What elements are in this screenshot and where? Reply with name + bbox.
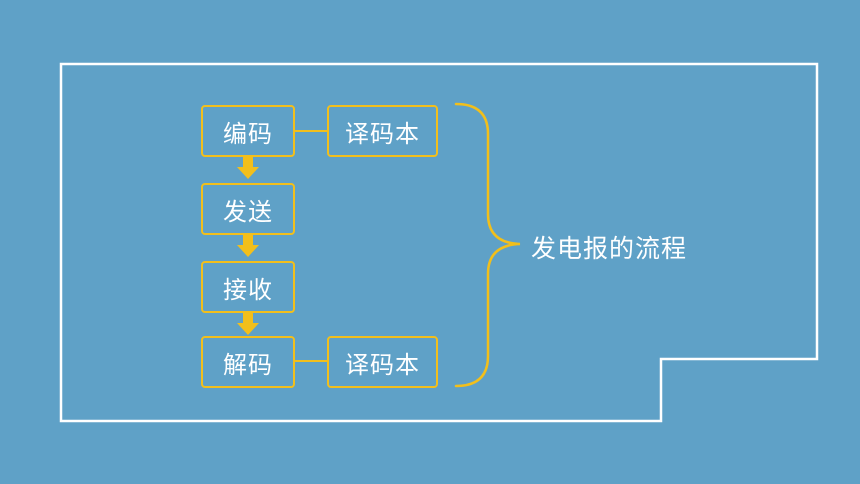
step-label: 编码 (223, 119, 273, 148)
down-arrow-icon (237, 313, 259, 335)
step-receive: 接收 (201, 261, 295, 313)
brace-icon (454, 102, 521, 388)
step-decode: 解码 (201, 336, 295, 388)
process-title-label: 发电报的流程 (531, 234, 688, 263)
codebook-label: 译码本 (345, 119, 420, 148)
step-label: 接收 (223, 275, 273, 304)
codebook-encode: 译码本 (327, 105, 438, 157)
codebook-decode: 译码本 (327, 336, 438, 388)
step-encode: 编码 (201, 105, 295, 157)
content-frame (59, 62, 819, 423)
down-arrow-icon (237, 157, 259, 179)
process-title: 发电报的流程 (531, 229, 687, 265)
down-arrow-icon (237, 235, 259, 257)
step-label: 解码 (223, 350, 273, 379)
step-send: 发送 (201, 183, 295, 235)
step-label: 发送 (223, 197, 273, 226)
codebook-label: 译码本 (345, 350, 420, 379)
